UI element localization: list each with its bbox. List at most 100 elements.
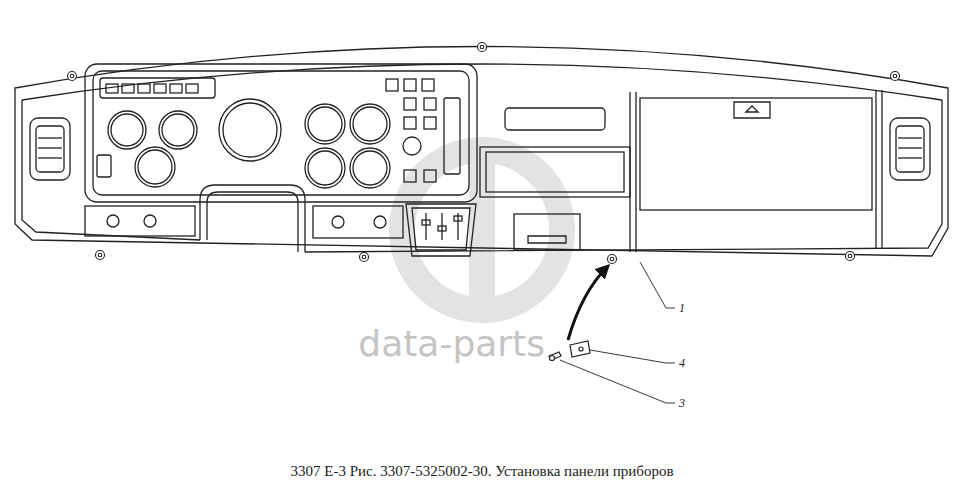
lower-console	[528, 236, 566, 243]
instrument-cluster	[154, 84, 166, 93]
radio-glovebox	[734, 102, 770, 118]
instrument-cluster	[85, 64, 477, 202]
screw	[478, 43, 487, 52]
radio-glovebox	[486, 152, 624, 192]
screw	[891, 72, 900, 81]
instrument-cluster	[308, 151, 342, 185]
panel-body	[22, 100, 200, 240]
callout-number: 3	[679, 395, 685, 411]
instrument-cluster	[200, 185, 305, 252]
instrument-cluster	[108, 111, 146, 149]
fastener-parts	[550, 356, 555, 361]
instrument-cluster	[159, 111, 197, 149]
radio-glovebox	[640, 98, 872, 210]
instrument-cluster	[353, 151, 387, 185]
fastener-parts	[570, 341, 590, 357]
screw	[68, 72, 77, 81]
leader-line	[640, 262, 675, 308]
screw	[68, 43, 900, 264]
screw	[480, 45, 484, 49]
lower-console	[425, 213, 426, 240]
radio-glovebox	[629, 92, 630, 252]
instrument-cluster	[404, 98, 416, 110]
leader-line	[560, 360, 675, 403]
instrument-cluster	[100, 78, 215, 98]
instrument-cluster	[404, 117, 416, 129]
air-vent	[890, 118, 930, 180]
screw	[848, 254, 852, 258]
air-vent	[30, 118, 70, 180]
lower-console	[438, 226, 446, 231]
instrument-cluster	[404, 170, 416, 182]
watermark-logo	[402, 150, 562, 310]
instrument-cluster	[424, 98, 436, 110]
lower-console	[412, 208, 470, 250]
air-vent	[898, 147, 922, 148]
instrument-cluster	[97, 155, 111, 177]
air-vent	[896, 126, 924, 172]
screw	[608, 255, 617, 264]
screw	[846, 252, 855, 261]
air-vent	[36, 126, 64, 172]
instrument-cluster	[186, 84, 198, 93]
instrument-cluster	[93, 71, 469, 195]
panel-body	[22, 64, 942, 100]
screw	[360, 253, 369, 262]
panel-body	[15, 47, 948, 257]
instrument-cluster	[424, 117, 436, 129]
air-vent	[38, 137, 62, 138]
instrument-cluster	[422, 79, 434, 91]
radio-glovebox	[635, 92, 636, 252]
instrument-cluster	[122, 84, 134, 93]
instrument-cluster	[223, 103, 277, 157]
instrument-cluster	[424, 170, 436, 182]
screw	[96, 251, 105, 260]
screw	[893, 74, 897, 78]
lower-console	[144, 215, 156, 227]
lower-console	[454, 216, 462, 221]
instrument-cluster	[350, 148, 390, 188]
callout-number: 1	[679, 300, 685, 316]
instrument-cluster	[219, 99, 281, 161]
air-vent	[30, 118, 930, 180]
radio-glovebox	[881, 90, 882, 248]
fastener-parts	[549, 341, 590, 361]
radio-glovebox	[746, 106, 758, 112]
instrument-cluster	[85, 64, 477, 252]
instrument-cluster	[404, 79, 416, 91]
lower-console	[85, 204, 580, 256]
leader-line	[590, 350, 675, 363]
instrument-cluster	[162, 114, 194, 146]
screw	[70, 74, 74, 78]
radio-glovebox	[480, 90, 882, 252]
instrument-cluster	[207, 192, 298, 252]
screw	[98, 253, 102, 257]
screw	[362, 255, 366, 259]
instrument-cluster	[135, 147, 175, 187]
lower-console	[313, 206, 403, 238]
lower-console	[107, 215, 119, 227]
instrument-cluster	[170, 84, 182, 93]
instrument-cluster	[106, 84, 118, 93]
instrument-cluster	[305, 104, 345, 144]
assembly-arrow	[568, 266, 608, 340]
instrument-cluster	[403, 137, 421, 155]
air-vent	[898, 137, 922, 138]
screw	[610, 257, 614, 261]
figure-caption: 3307 Е-3 Рис. 3307-5325002-30. Установка…	[0, 461, 964, 481]
air-vent	[38, 157, 62, 158]
radio-glovebox	[505, 108, 605, 130]
callout-number: 4	[679, 355, 685, 371]
instrument-cluster	[350, 104, 390, 144]
lower-console	[85, 206, 195, 236]
air-vent	[898, 157, 922, 158]
instrument-cluster	[305, 148, 345, 188]
instrument-cluster	[353, 107, 387, 141]
instrument-cluster	[308, 107, 342, 141]
fastener-parts	[579, 347, 583, 351]
instrument-cluster	[111, 114, 143, 146]
lower-console	[332, 216, 344, 228]
instrument-cluster	[138, 84, 150, 93]
panel-body	[305, 100, 942, 252]
